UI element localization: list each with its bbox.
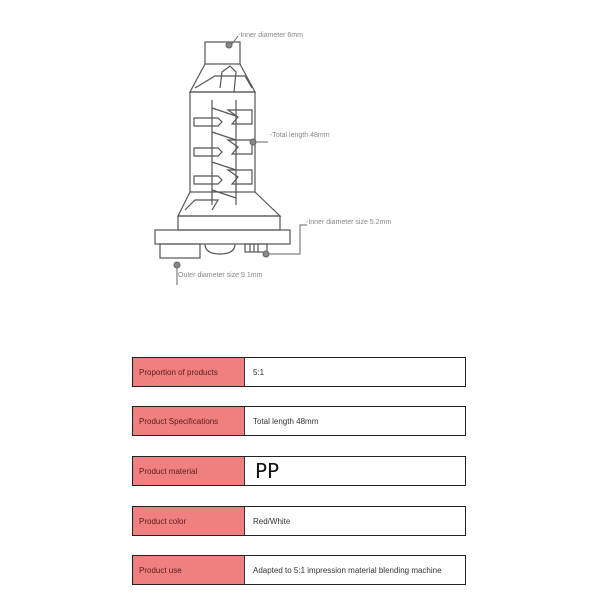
spec-value: Red/White [245,507,465,535]
spec-row-color: Product color Red/White [132,506,466,536]
spec-value: Total length 48mm [245,407,465,435]
mixing-tip-drawing [154,35,307,285]
callout-inner-diameter-6mm: -Inner diameter 6mm [238,32,303,39]
callout-total-length: -Total length 48mm [270,132,330,139]
spec-row-specifications: Product Specifications Total length 48mm [132,406,466,436]
spec-label: Product material [133,457,245,485]
spec-value: PP [245,457,465,485]
spec-value: 5:1 [245,358,465,386]
spec-label: Proportion of products [133,358,245,386]
spec-label: Product use [133,556,245,584]
callout-inner-diameter-5-2mm: -Inner diameter size 5.2mm [306,219,392,226]
spec-row-material: Product material PP [132,456,466,486]
spec-row-use: Product use Adapted to 5:1 impression ma… [132,555,466,585]
spec-row-proportion: Proportion of products 5:1 [132,357,466,387]
spec-value: Adapted to 5:1 impression material blend… [245,556,465,584]
callout-outer-diameter: Outer diameter size 9.1mm [178,272,263,279]
spec-label: Product color [133,507,245,535]
mixing-tip-diagram: -Inner diameter 6mm -Total length 48mm -… [154,32,392,285]
spec-label: Product Specifications [133,407,245,435]
